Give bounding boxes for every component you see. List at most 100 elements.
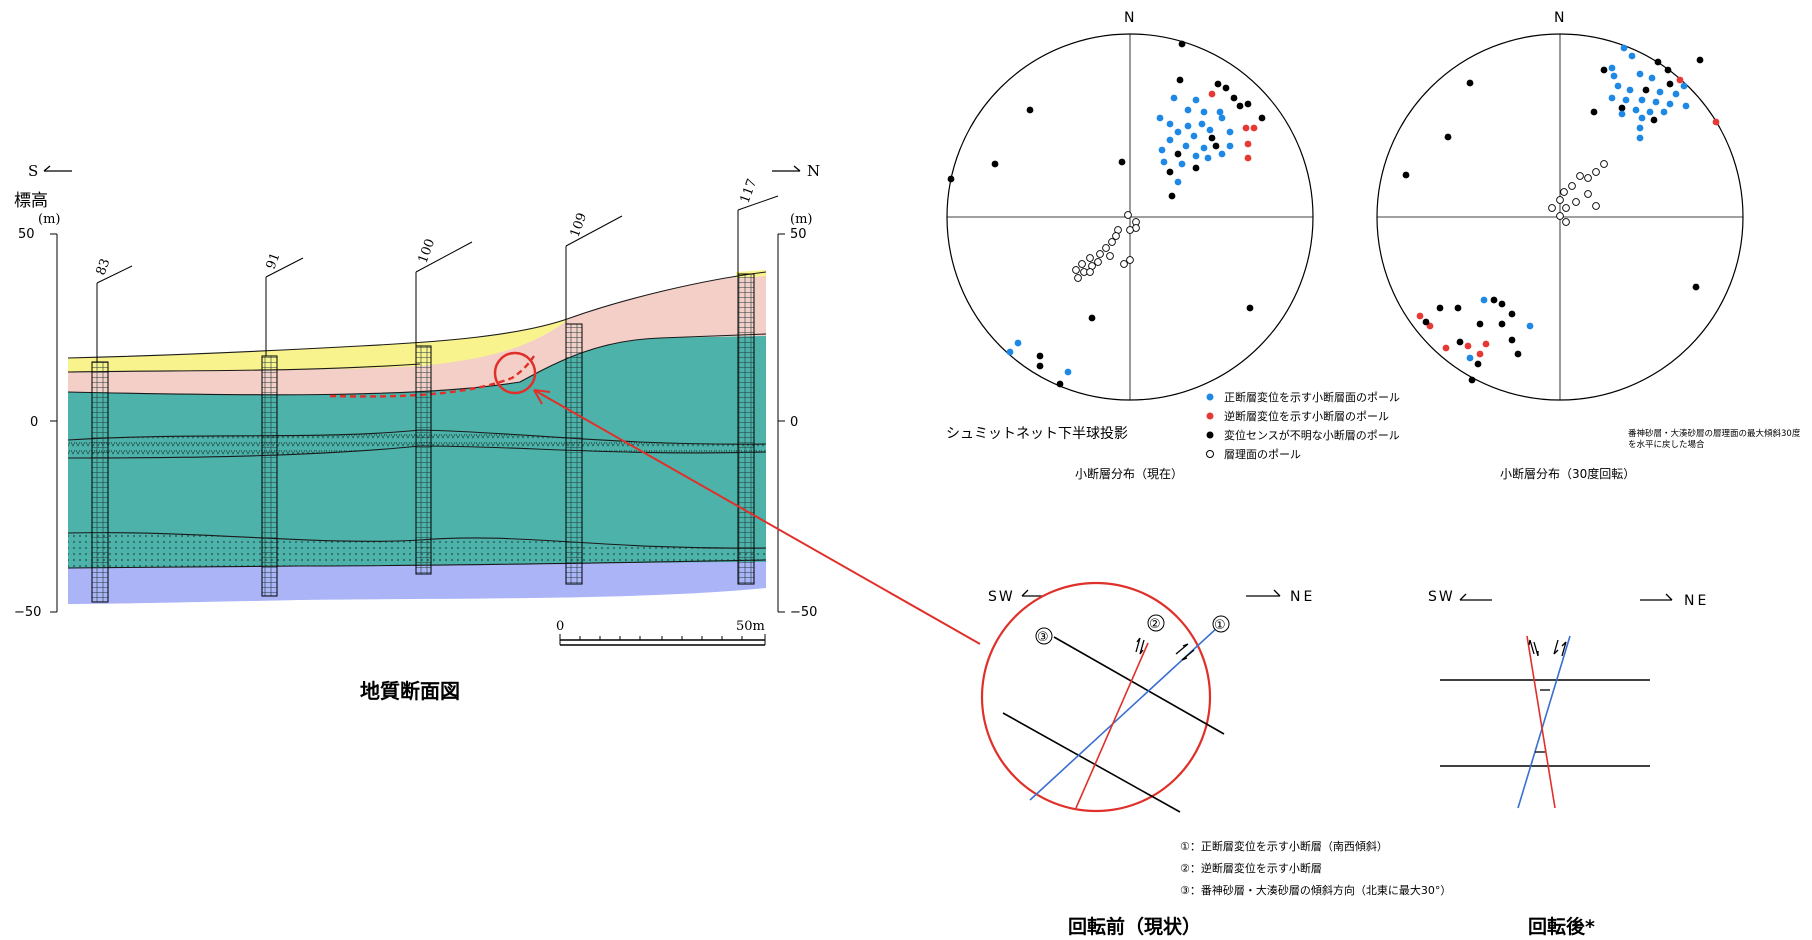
pole-point bbox=[1498, 300, 1506, 308]
title-current: 小断層分布（現在） bbox=[1075, 466, 1183, 481]
pole-point bbox=[1508, 310, 1516, 318]
axis-ticks bbox=[50, 233, 785, 613]
pole-point bbox=[1476, 350, 1484, 358]
pole-point bbox=[1192, 96, 1200, 104]
pole-point bbox=[1244, 100, 1252, 108]
right-unit-label: (m) bbox=[790, 212, 812, 227]
arrow-left-icon bbox=[1459, 593, 1492, 601]
pole-point bbox=[1476, 320, 1484, 328]
mark-2: ② bbox=[1149, 617, 1161, 632]
pole-point bbox=[1614, 82, 1622, 90]
legend-text-reverse: 逆断層変位を示す小断層のポール bbox=[1224, 409, 1389, 423]
pole-point bbox=[1572, 198, 1580, 206]
pole-point bbox=[1620, 44, 1628, 52]
direction-south-label: S bbox=[28, 162, 38, 180]
right-tick-0: 0 bbox=[790, 415, 798, 430]
pole-point bbox=[1562, 218, 1570, 226]
pole-point bbox=[1250, 124, 1258, 132]
pole-point bbox=[1096, 250, 1104, 258]
fault-notes: ①：正断層変位を示す小断層（南西傾斜） ②：逆断層変位を示す小断層 ③：番神砂層… bbox=[1180, 839, 1451, 897]
pole-point bbox=[1226, 128, 1234, 136]
connector-arrow bbox=[533, 389, 981, 645]
legend-text-unknown: 変位センスが不明な小断層のポール bbox=[1224, 428, 1400, 442]
legend-dot-bedding bbox=[1206, 450, 1214, 458]
pole-point bbox=[1064, 368, 1072, 376]
pole-point bbox=[1556, 196, 1564, 204]
pole-point bbox=[1166, 120, 1174, 128]
pole-point bbox=[1592, 168, 1600, 176]
pole-point bbox=[1078, 260, 1086, 268]
pole-point bbox=[1526, 322, 1534, 330]
bedding-line-upper bbox=[1053, 636, 1225, 735]
pole-point bbox=[1650, 116, 1658, 124]
pole-point bbox=[1184, 122, 1192, 130]
cross-section: S N 標高 (m) (m) 50 0 −50 50 0 −50 bbox=[14, 162, 820, 703]
pole-point bbox=[1006, 348, 1014, 356]
pole-point bbox=[1118, 158, 1126, 166]
scale-end-label: 50m bbox=[736, 619, 765, 634]
direction-north-label: N bbox=[807, 162, 820, 180]
pole-point bbox=[1208, 90, 1216, 98]
pole-point bbox=[1466, 354, 1474, 362]
fault-note-3: ③：番神砂層・大湊砂層の傾斜方向（北東に最大30°） bbox=[1180, 883, 1451, 897]
slip-arrows-normal-icon bbox=[1175, 643, 1195, 661]
pole-point bbox=[1158, 146, 1166, 154]
elevation-label: 標高 bbox=[14, 191, 48, 211]
slip-arrows-after-icon bbox=[1528, 639, 1567, 657]
pole-point bbox=[1422, 318, 1430, 326]
pole-point bbox=[1636, 124, 1644, 132]
left-tick-50: 50 bbox=[18, 227, 35, 242]
pole-point bbox=[1454, 304, 1462, 312]
pole-point bbox=[1652, 98, 1660, 106]
pole-point bbox=[1206, 126, 1214, 134]
pole-point bbox=[1680, 82, 1688, 90]
mark-1: ① bbox=[1214, 618, 1226, 633]
fault-normal-blue-after bbox=[1517, 635, 1571, 809]
pole-point bbox=[1218, 114, 1226, 122]
pole-point bbox=[1642, 86, 1650, 94]
pole-point bbox=[1622, 96, 1630, 104]
pole-point bbox=[1508, 336, 1516, 344]
pole-point bbox=[1212, 142, 1220, 150]
pole-point bbox=[1074, 274, 1082, 282]
pole-point bbox=[1464, 342, 1472, 350]
pole-point bbox=[1106, 252, 1114, 260]
pole-point bbox=[1200, 144, 1208, 152]
pole-point bbox=[1696, 56, 1704, 64]
mark-circle-3 bbox=[1035, 627, 1053, 645]
pole-point bbox=[1170, 94, 1178, 102]
scale-start-label: 0 bbox=[556, 619, 564, 634]
slip-arrows-reverse-icon bbox=[1135, 637, 1145, 655]
pole-point bbox=[1178, 160, 1186, 168]
borehole-label-91: 91 bbox=[264, 251, 284, 272]
pole-point bbox=[1174, 128, 1182, 136]
north-label-current: N bbox=[1124, 10, 1134, 26]
legend-dot-reverse bbox=[1206, 412, 1214, 420]
pole-point bbox=[1638, 96, 1646, 104]
pole-point bbox=[1086, 268, 1094, 276]
pole-point bbox=[1638, 114, 1646, 122]
pole-point bbox=[1466, 79, 1474, 87]
pole-point bbox=[1632, 106, 1640, 114]
pole-point bbox=[1182, 142, 1190, 150]
left-tick-minus50: −50 bbox=[14, 605, 41, 620]
stereonet-legend: 正断層変位を示す小断層面のポール 逆断層変位を示す小断層のポール 変位センスが不… bbox=[1206, 390, 1400, 461]
stereonet-rotated: N bbox=[1376, 10, 1744, 401]
pole-point bbox=[1036, 362, 1044, 370]
pole-point bbox=[1646, 108, 1654, 116]
pole-point bbox=[1120, 260, 1128, 268]
pole-point bbox=[1160, 158, 1168, 166]
fault-reverse-red bbox=[1075, 642, 1149, 809]
pole-point bbox=[1192, 164, 1200, 172]
pole-point bbox=[1712, 118, 1720, 126]
pole-point bbox=[1192, 152, 1200, 160]
borehole-83: 83 bbox=[91, 257, 133, 603]
pole-point bbox=[1482, 340, 1490, 348]
pole-point bbox=[1584, 174, 1592, 182]
pole-point bbox=[1036, 352, 1044, 360]
borehole-label-117: 117 bbox=[738, 177, 761, 205]
pole-point bbox=[1664, 66, 1672, 74]
pole-point bbox=[1608, 94, 1616, 102]
fault-trace-dashed bbox=[329, 355, 535, 398]
pole-point bbox=[1416, 312, 1424, 320]
